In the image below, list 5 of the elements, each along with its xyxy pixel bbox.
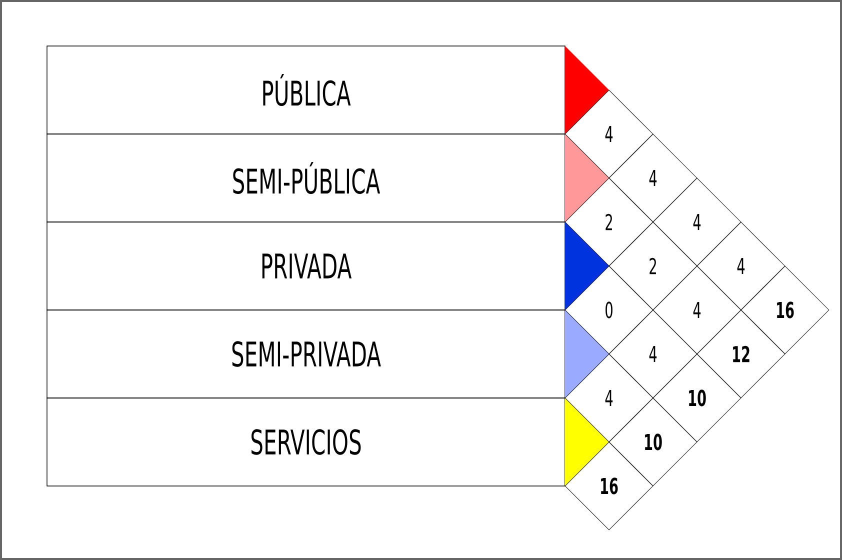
category-row: PRIVADA [46,222,566,310]
category-row: SERVICIOS [46,398,566,486]
category-row: SEMI-PÚBLICA [46,134,566,222]
category-row: PÚBLICA [46,46,566,134]
category-row: SEMI-PRIVADA [46,310,566,398]
